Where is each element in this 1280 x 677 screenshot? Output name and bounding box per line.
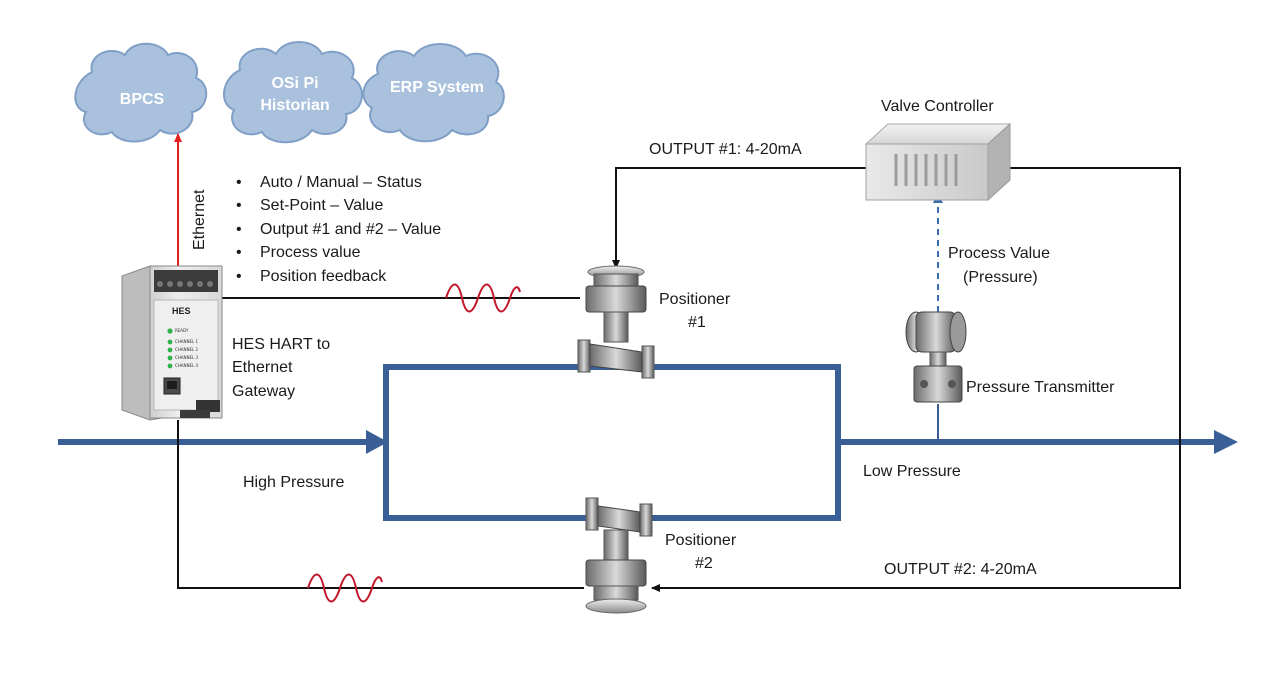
led-label: CHANNEL 4: [175, 363, 199, 368]
data-point-item: Process value: [260, 244, 361, 261]
terminal-block-top: [154, 270, 218, 292]
bullet-dot: •: [236, 244, 242, 261]
gateway-label-2: Ethernet: [232, 359, 293, 376]
cloud-shape: [74, 42, 207, 143]
bullet-dot: •: [236, 174, 242, 191]
gateway-brand: HES: [172, 306, 191, 316]
data-point-item: Auto / Manual – Status: [260, 174, 422, 191]
valve-positioner-2: [585, 497, 653, 614]
valve-controller-label: Valve Controller: [881, 98, 994, 115]
bullet-dot: •: [236, 221, 242, 238]
led-channel-1: [167, 339, 173, 345]
led-channel-3: [167, 355, 173, 361]
pressure-transmitter-device: [905, 311, 967, 403]
gateway-label-1: HES HART to: [232, 336, 330, 353]
cloud-label-erp: ERP System: [390, 79, 484, 96]
led-channel-2: [167, 347, 173, 353]
output2-label: OUTPUT #2: 4-20mA: [884, 561, 1037, 578]
led-label: CHANNEL 1: [175, 339, 199, 344]
positioner-head: [585, 559, 647, 587]
process-value-label-1: Process Value: [948, 245, 1050, 262]
led-label: READY: [175, 328, 189, 333]
status-leds: READY CHANNEL 1 CHANNEL 2 CHANNEL 3 CHAN…: [167, 328, 199, 369]
bullet-dot: •: [236, 268, 242, 285]
led-channel-4: [167, 363, 173, 369]
cloud-label-historian-1: OSi Pi: [271, 75, 318, 92]
output1-wire: [612, 167, 866, 269]
cloud-shape: [362, 43, 505, 143]
positioner1-label-2: #1: [688, 314, 706, 331]
data-point-item: Position feedback: [260, 268, 387, 285]
led-label: CHANNEL 2: [175, 347, 199, 352]
positioner-head: [585, 285, 647, 313]
pressure-transmitter-label: Pressure Transmitter: [966, 379, 1115, 396]
hart-signal-wave-1: [445, 283, 521, 313]
data-point-item: Output #1 and #2 – Value: [260, 221, 441, 238]
valve-positioner-1: [577, 265, 655, 379]
low-pressure-label: Low Pressure: [863, 463, 961, 480]
bypass-loop: [383, 364, 841, 521]
output1-label: OUTPUT #1: 4-20mA: [649, 141, 802, 158]
controller-vents: [894, 154, 958, 186]
cloud-label-bpcs: BPCS: [120, 91, 165, 108]
process-value-label-2: (Pressure): [963, 269, 1038, 286]
wiring: [177, 167, 1181, 592]
bullet-dot: •: [236, 197, 242, 214]
outlet-arrow: [1214, 430, 1238, 454]
data-points-list: • Auto / Manual – Status • Set-Point – V…: [236, 174, 441, 285]
hart-signal-wave-2: [307, 573, 383, 603]
ethernet-label: Ethernet: [191, 189, 208, 250]
hes-gateway-device: HES READY CHANNEL 1 CHANNEL 2 CHANNEL 3 …: [121, 265, 223, 421]
positioner1-label-1: Positioner: [659, 291, 731, 308]
valve-controller-box: [864, 122, 1012, 202]
cloud-shape: [223, 41, 363, 144]
positioner2-label-1: Positioner: [665, 532, 737, 549]
led-label: CHANNEL 3: [175, 355, 199, 360]
hart-wire-2: [177, 420, 584, 589]
inlet-arrow: [366, 430, 388, 454]
high-pressure-label: High Pressure: [243, 474, 344, 491]
cloud-label-historian-2: Historian: [260, 97, 329, 114]
cloud-historian: OSi Pi Historian: [223, 41, 363, 144]
terminal-block-bottom: [196, 400, 220, 412]
gateway-label-3: Gateway: [232, 383, 295, 400]
led-ready: [167, 328, 173, 334]
cloud-erp: ERP System: [362, 43, 505, 143]
data-point-item: Set-Point – Value: [260, 197, 383, 214]
positioner2-label-2: #2: [695, 555, 713, 572]
cloud-bpcs: BPCS: [74, 42, 207, 143]
output2-wire: [651, 167, 1181, 592]
